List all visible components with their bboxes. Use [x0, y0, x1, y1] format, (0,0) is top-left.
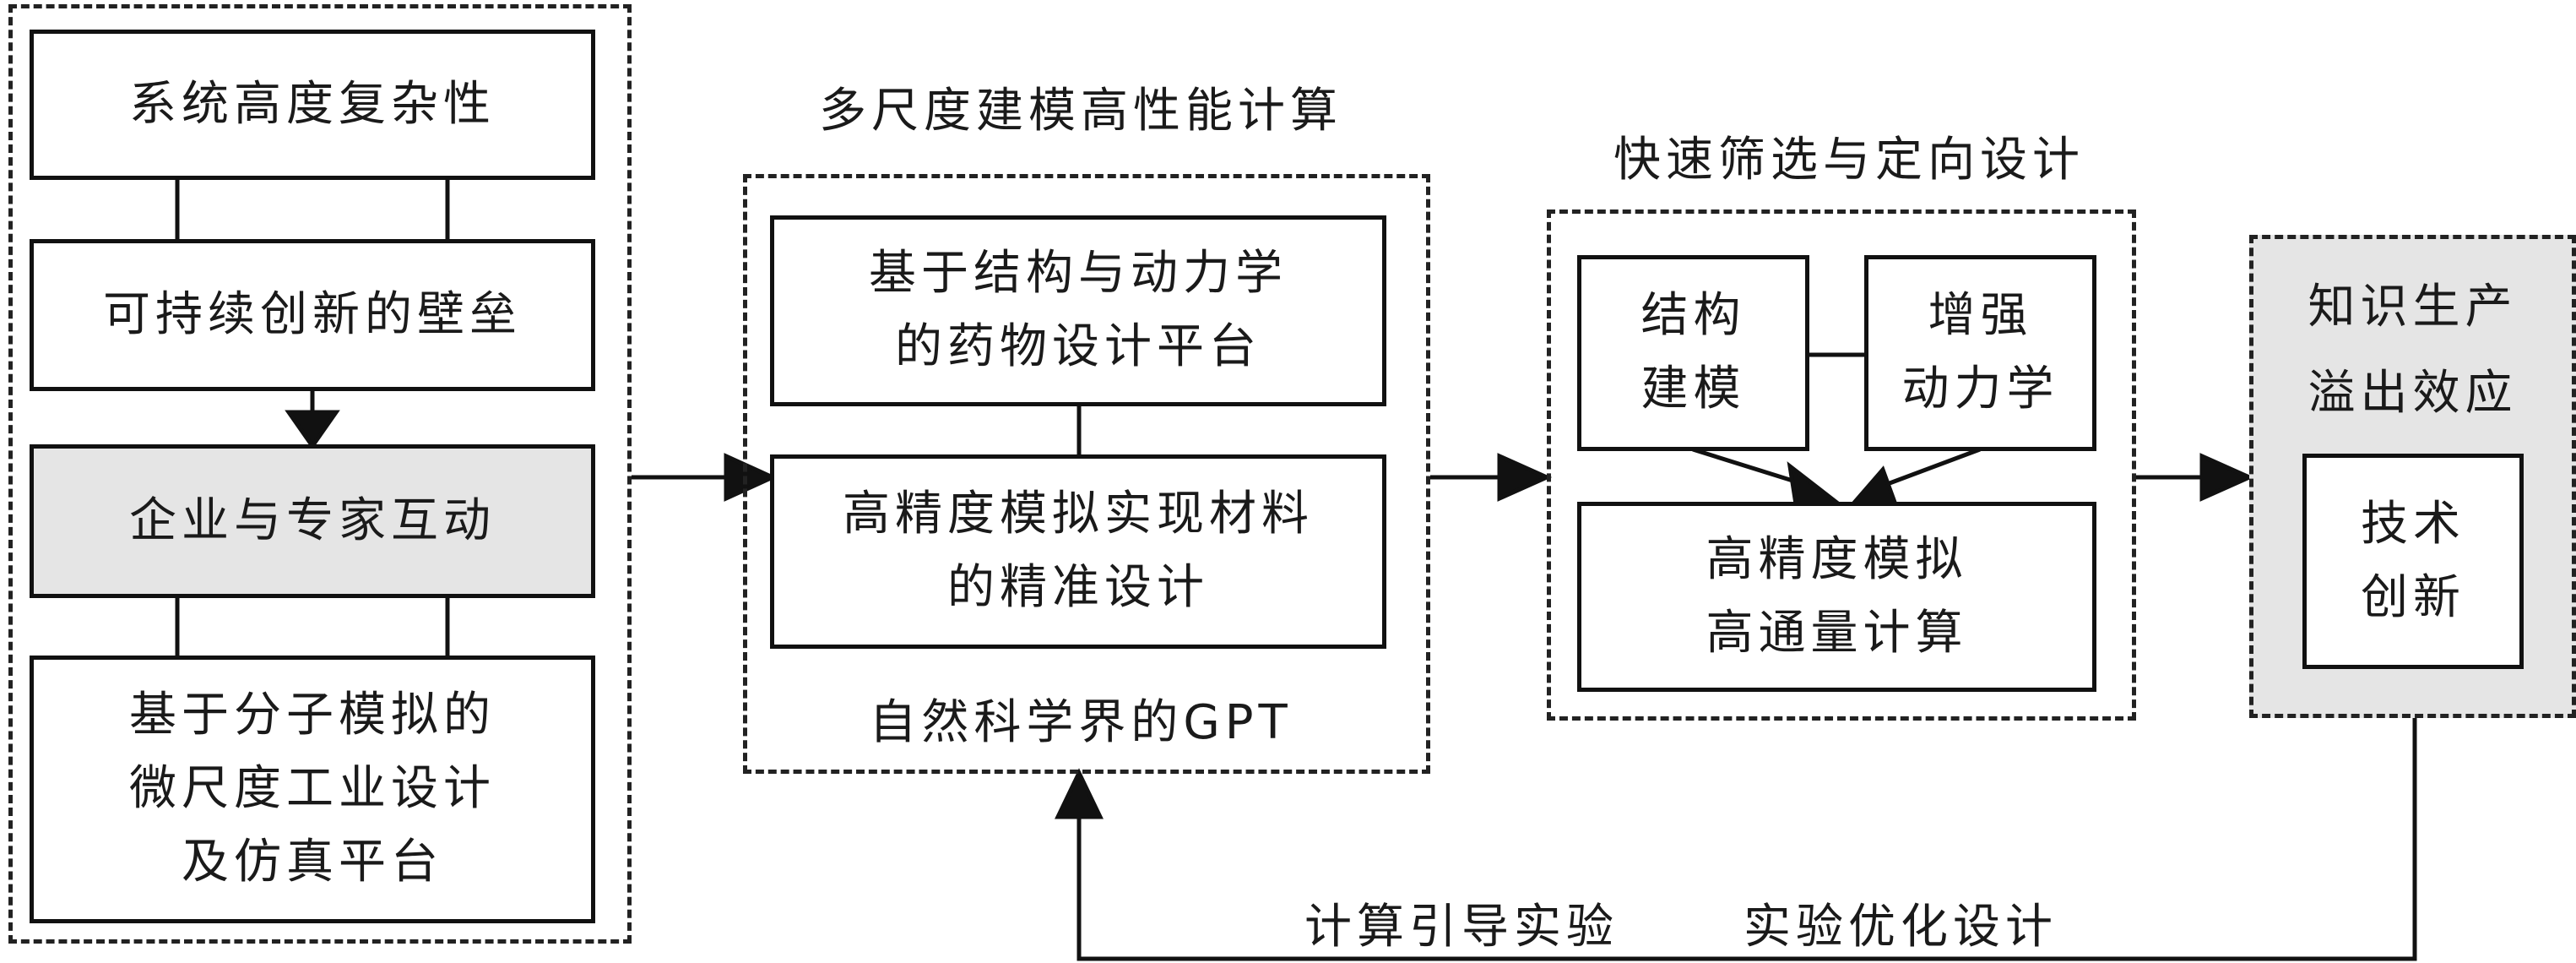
knowledge-title-line-2: 溢出效应 [2308, 366, 2518, 421]
enhanced-dynamics-line-1: 增强 [1928, 288, 2033, 344]
arrow-screening-right-shaft [1875, 447, 1981, 491]
material-design-box: 高精度模拟实现材料 的精准设计 [770, 454, 1386, 649]
challenge-complexity-text: 系统高度复杂性 [129, 76, 496, 132]
drug-design-line-1: 基于结构与动力学 [869, 246, 1288, 302]
simulation-platform-box: 基于分子模拟的 微尺度工业设计 及仿真平台 [30, 656, 595, 923]
simulation-platform-line-3: 及仿真平台 [182, 834, 443, 890]
screening-group [1547, 209, 2136, 721]
feedback-loop-line [1076, 718, 2417, 961]
arrow-computing-to-screening-head [1497, 453, 1553, 502]
drug-design-line-2: 的药物设计平台 [895, 319, 1261, 374]
knowledge-title-line-1: 知识生产 [2308, 280, 2518, 335]
simulation-platform-line-2: 微尺度工业设计 [129, 761, 496, 817]
challenge-barrier-box: 可持续创新的壁垒 [30, 239, 595, 391]
high-throughput-line-1: 高精度模拟 [1706, 531, 1968, 587]
arrow-left-to-computing-head [724, 453, 778, 502]
enhanced-dynamics-line-2: 动力学 [1901, 362, 2059, 416]
arrow-screening-to-knowledge-head [2199, 453, 2255, 502]
screening-title: 快速筛选与定向设计 [1613, 133, 2085, 188]
challenge-barrier-text: 可持续创新的壁垒 [103, 286, 522, 342]
feedback-label-experiment-optimizes-design: 实验优化设计 [1744, 900, 2058, 955]
material-design-line-1: 高精度模拟实现材料 [843, 487, 1314, 542]
enterprise-expert-box: 企业与专家互动 [30, 444, 595, 598]
structure-modeling-line-1: 结构 [1641, 288, 1746, 344]
drug-design-platform-box: 基于结构与动力学 的药物设计平台 [770, 215, 1386, 406]
feedback-label-compute-guides-experiment: 计算引导实验 [1304, 900, 1619, 955]
feedback-loop-head [1055, 768, 1104, 819]
computing-title: 多尺度建模高性能计算 [819, 84, 1342, 139]
challenges-group [8, 4, 632, 944]
computing-caption: 自然科学界的GPT [869, 695, 1293, 750]
tech-innovation-box: 技术 创新 [2302, 454, 2524, 669]
challenge-complexity-box: 系统高度复杂性 [30, 30, 595, 180]
structure-modeling-box: 结构 建模 [1577, 255, 1809, 451]
material-design-line-2: 的精准设计 [947, 560, 1209, 615]
tech-innovation-line-2: 创新 [2361, 569, 2465, 625]
simulation-platform-line-1: 基于分子模拟的 [129, 688, 496, 743]
high-throughput-line-2: 高通量计算 [1706, 605, 1968, 661]
structure-modeling-line-2: 建模 [1641, 362, 1746, 416]
enterprise-expert-text: 企业与专家互动 [129, 492, 496, 548]
high-throughput-box: 高精度模拟 高通量计算 [1577, 502, 2096, 692]
arrow-2-3-head [285, 410, 340, 450]
tech-innovation-line-1: 技术 [2361, 496, 2465, 552]
computing-group [743, 174, 1430, 774]
enhanced-dynamics-box: 增强 动力学 [1864, 255, 2096, 451]
